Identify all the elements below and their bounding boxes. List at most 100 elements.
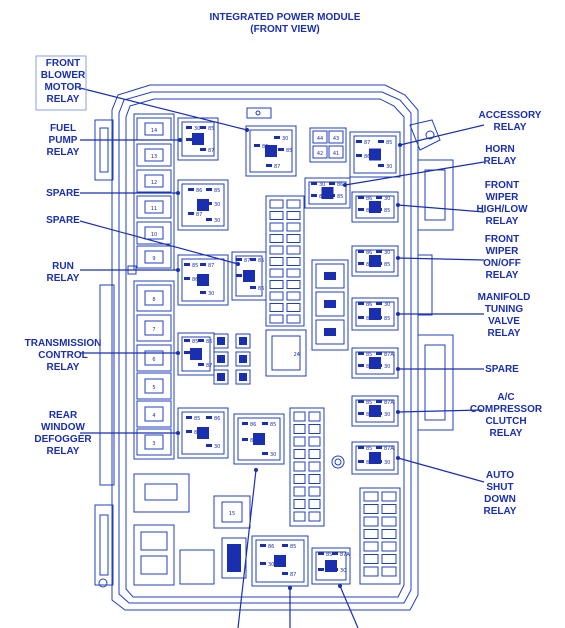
label-line: WIPER [486,246,520,257]
rear-window-defogger-relay-socket-inner [181,411,225,455]
leader-end [176,191,180,195]
center-fuse-slot-b [286,211,301,220]
label-line: DEFOGGER [34,434,92,445]
left-clip-bottom [94,504,114,586]
leader-end [396,456,400,460]
relay-pin [186,430,192,433]
maxi-fuse-number: 41 [333,151,339,157]
pin-label: 87A [384,400,394,406]
relay-pin [332,552,338,555]
fuse-slot-left-lower [136,372,172,400]
transmission-control-relay-socket-inner [181,336,211,372]
front-blower-motor-relay-socket-inner [249,129,293,173]
label-line: RELAY [47,147,80,158]
bottom-relay-socket-2-inner [315,551,347,581]
pin-label: 85 [208,126,214,132]
right-bottom-fuse-b [381,566,397,577]
left-rail [99,284,115,486]
relay-pin [198,339,204,342]
relay-pin [329,182,335,185]
leader-end [343,183,347,187]
leader-end [254,468,258,472]
fuse-slot-left-upper [136,195,172,219]
fuse-number: 10 [151,232,157,238]
right-bottom-fuse-b [381,491,397,502]
maxi-fuse-slot [312,130,328,144]
center-fuse-slot-b [286,314,301,324]
right-bottom-fuse-b [381,504,397,514]
center-fuse-slot-a [269,280,284,289]
relay-pin [236,274,242,277]
relay-pin [242,422,248,425]
relay-pin [318,568,324,571]
leader-accessory-relay [399,124,485,146]
spare-relay-socket-3-inner [355,351,395,375]
pin-label: 30 [340,568,346,574]
pin-label: 87 [208,263,214,269]
label-line: ON/OFF [483,258,521,269]
right-connector-bottom [417,334,454,431]
pin-label: 85 [366,352,372,358]
labels: FRONTBLOWERMOTORRELAYFUELPUMPRELAYSPARES… [25,55,543,517]
right-center-slot [315,319,345,345]
fuse-number: 3 [152,441,155,447]
pin-label: 87 [194,430,200,436]
accessory-relay-socket-inner [353,135,397,174]
pin-label: 87 [366,262,372,268]
center-fuse-slot-a [269,303,284,312]
center-fuse-slot-a [269,222,284,232]
pin-label: 30 [194,126,200,132]
pin-label: 30 [214,202,220,208]
right-center-slot [315,291,345,317]
pin-label: 85 [286,148,292,154]
fuse-body [144,200,164,214]
center-fuse-slot-a [269,234,284,243]
pin-label: 87 [366,208,372,214]
label-line: REAR [49,410,78,421]
pin-label: 87 [196,212,202,218]
fuse-slot-left-upper [136,221,172,245]
label-line: CLUTCH [485,416,526,427]
relay-pin [184,339,190,342]
pin-label: 87 [319,194,325,200]
label-line: WINDOW [41,422,85,433]
ground-stud [331,455,345,469]
relay-pin [206,218,212,221]
fuse-body [144,290,164,306]
fuse-slot-left-upper [136,169,172,193]
lower-fuse-slot-a [293,436,306,447]
relay-pin [184,263,190,266]
label-line: AUTO [486,470,514,481]
pin-label: 86 [214,416,220,422]
label-line: RELAY [494,122,527,133]
label-line: SPARE [485,364,519,375]
center-fuse-slot-a [269,245,284,255]
lower-fuse-slot-b [308,499,321,509]
leader-end [178,138,182,142]
relay-pin [358,460,364,463]
relay-pin [198,363,204,366]
center-fuse-slot-b [286,291,301,301]
top-right-mount-hole [425,130,435,140]
pin-label: 86 [364,154,370,160]
relay-pin [358,316,364,319]
fuse-slot-left-lower [136,314,172,342]
relay-pin [188,188,194,191]
fuse-number: 14 [151,128,157,134]
label-line: MOTOR [44,82,82,93]
relay-pin [254,144,260,147]
front-wiper-on-off-relay-socket-inner [355,249,395,273]
relay-pin [358,208,364,211]
label-line: HORN [485,144,514,155]
label-line: RELAY [484,156,517,167]
label-spare-2: SPARE [46,215,80,226]
relay-pin [358,364,364,367]
relay-pin [236,258,242,261]
right-bottom-fuse-a [363,516,379,527]
horn-relay-socket-inner [308,181,347,205]
relay-pin [282,544,288,547]
fuse-15-block [213,495,251,529]
